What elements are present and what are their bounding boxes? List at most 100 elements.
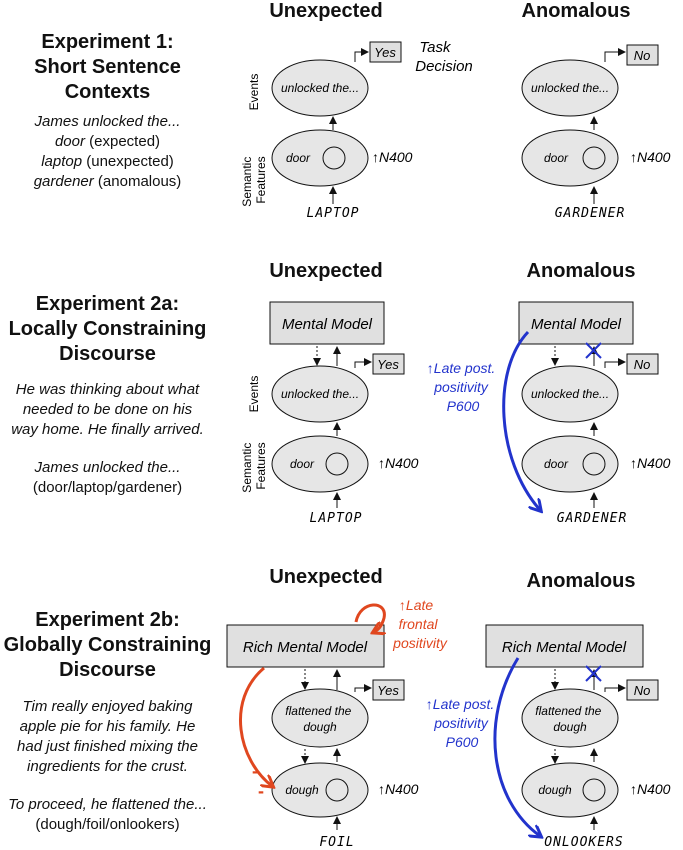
exp1-stimuli: James unlocked the... door (expected) la… bbox=[33, 113, 182, 190]
frontal-to-features-arrow bbox=[239, 666, 272, 786]
events-axis-label: Events bbox=[247, 376, 261, 413]
semantic-node-label: dough bbox=[285, 783, 319, 797]
yes-label: Yes bbox=[377, 683, 399, 698]
late-positivity-arrow bbox=[493, 657, 540, 836]
events-node bbox=[521, 59, 619, 117]
exp2b-title: Experiment 2b: Globally Constraining Dis… bbox=[3, 609, 212, 681]
events-axis-label: Events bbox=[247, 74, 261, 111]
semantic-feature-circle bbox=[582, 452, 606, 476]
rich-mental-model-box bbox=[226, 624, 385, 668]
n400-label: ↑N400 bbox=[630, 149, 671, 165]
semantic-node bbox=[521, 435, 619, 493]
n400-label: ↑N400 bbox=[630, 781, 671, 797]
semantic-axis-label: Semantic Features bbox=[240, 439, 268, 492]
yes-box bbox=[372, 679, 405, 701]
mental-model-label: Mental Model bbox=[531, 316, 622, 333]
events-node bbox=[271, 59, 369, 117]
semantic-node bbox=[521, 129, 619, 187]
exp2b-sentence: To proceed, he flattened the... (dough/f… bbox=[8, 796, 207, 833]
events-node bbox=[271, 688, 369, 748]
row3-anomalous-diagram: Rich Mental Model flattened the dough No… bbox=[426, 624, 671, 850]
late-posterior-positivity-label: ↑Late post. positivity P600 bbox=[427, 360, 499, 414]
semantic-node bbox=[271, 762, 369, 818]
input-word: GARDENER bbox=[557, 511, 628, 526]
row2-anomalous-heading: Anomalous bbox=[526, 260, 636, 282]
row1-anomalous-heading: Anomalous bbox=[521, 0, 631, 22]
n400-label: ↑N400 bbox=[378, 455, 419, 471]
semantic-node-label: door bbox=[286, 151, 311, 165]
events-node-label: unlocked the... bbox=[531, 81, 609, 95]
n400-label: ↑N400 bbox=[630, 455, 671, 471]
yes-label: Yes bbox=[374, 45, 396, 60]
rich-mental-model-label: Rich Mental Model bbox=[243, 639, 368, 656]
input-word: ONLOOKERS bbox=[544, 835, 623, 850]
semantic-node bbox=[271, 435, 369, 493]
yes-label: Yes bbox=[377, 357, 399, 372]
semantic-node bbox=[521, 762, 619, 818]
exp2b-context: Tim really enjoyed baking apple pie for … bbox=[17, 698, 198, 775]
exp2a-title: Experiment 2a: Locally Constraining Disc… bbox=[8, 293, 207, 365]
row1-unexpected-diagram: Events Semantic Features unlocked the...… bbox=[240, 39, 473, 221]
events-node bbox=[521, 365, 619, 423]
minus-sign-2: - bbox=[258, 781, 264, 801]
semantic-node bbox=[271, 129, 369, 187]
row3-unexpected-heading: Unexpected bbox=[269, 566, 383, 588]
events-node-label: unlocked the... bbox=[281, 387, 359, 401]
no-box bbox=[626, 44, 659, 66]
no-box bbox=[626, 679, 659, 701]
exp2a-sentence: James unlocked the... (door/laptop/garde… bbox=[32, 459, 183, 496]
n400-label: ↑N400 bbox=[372, 149, 413, 165]
semantic-feature-circle bbox=[325, 452, 349, 476]
row1-anomalous-diagram: unlocked the... door No ↑N400 GARDENER bbox=[521, 44, 671, 221]
semantic-feature-circle bbox=[322, 146, 346, 170]
no-label: No bbox=[634, 48, 651, 63]
blocked-x-mark bbox=[585, 665, 602, 682]
events-node-label: flattened the dough bbox=[535, 704, 604, 734]
row3-unexpected-diagram: Rich Mental Model ↑Late frontal positivi… bbox=[226, 597, 448, 850]
row2-unexpected-heading: Unexpected bbox=[269, 260, 383, 282]
input-word: LAPTOP bbox=[307, 206, 360, 221]
mental-model-box bbox=[269, 301, 385, 345]
exp1-title: Experiment 1: Short Sentence Contexts bbox=[34, 31, 181, 103]
input-word: FOIL bbox=[319, 835, 354, 850]
task-decision-label: Task Decision bbox=[415, 39, 473, 75]
row2-anomalous-diagram: Mental Model unlocked the... door No ↑N4… bbox=[427, 301, 671, 526]
semantic-axis-label: Semantic Features bbox=[240, 153, 268, 206]
events-to-decision-arrow bbox=[354, 358, 372, 368]
mental-model-label: Mental Model bbox=[282, 316, 373, 333]
frontal-positivity-loop-arrow bbox=[354, 603, 384, 632]
semantic-feature-circle bbox=[325, 778, 349, 802]
events-to-decision-arrow bbox=[604, 684, 626, 692]
rich-mental-model-label: Rich Mental Model bbox=[502, 639, 627, 656]
blocked-x-mark bbox=[585, 342, 602, 359]
semantic-node-label: door bbox=[544, 457, 569, 471]
row1-unexpected-heading: Unexpected bbox=[269, 0, 383, 22]
row2-unexpected-diagram: Mental Model Events Semantic Features un… bbox=[240, 301, 419, 526]
late-positivity-arrow bbox=[502, 330, 540, 510]
no-label: No bbox=[634, 357, 651, 372]
events-node bbox=[271, 365, 369, 423]
minus-sign-1: - bbox=[252, 761, 258, 781]
row3-anomalous-heading: Anomalous bbox=[526, 570, 636, 592]
semantic-node-label: dough bbox=[538, 783, 572, 797]
events-to-decision-arrow bbox=[354, 48, 369, 62]
yes-box bbox=[369, 41, 402, 63]
rich-mental-model-box bbox=[485, 624, 644, 668]
events-node-label: unlocked the... bbox=[281, 81, 359, 95]
events-node-label: flattened the dough bbox=[285, 704, 354, 734]
semantic-node-label: door bbox=[544, 151, 569, 165]
events-node bbox=[521, 688, 619, 748]
events-to-decision-arrow bbox=[354, 684, 372, 692]
semantic-feature-circle bbox=[582, 778, 606, 802]
exp2a-context: He was thinking about what needed to be … bbox=[11, 381, 204, 438]
late-frontal-positivity-label: ↑Late frontal positivity bbox=[392, 597, 448, 651]
events-to-decision-arrow bbox=[604, 48, 626, 62]
semantic-node-label: door bbox=[290, 457, 315, 471]
events-node-label: unlocked the... bbox=[531, 387, 609, 401]
late-posterior-positivity-label: ↑Late post. positivity P600 bbox=[426, 696, 498, 750]
semantic-feature-circle bbox=[582, 146, 606, 170]
no-label: No bbox=[634, 683, 651, 698]
input-word: LAPTOP bbox=[310, 511, 363, 526]
n400-label: ↑N400 bbox=[378, 781, 419, 797]
